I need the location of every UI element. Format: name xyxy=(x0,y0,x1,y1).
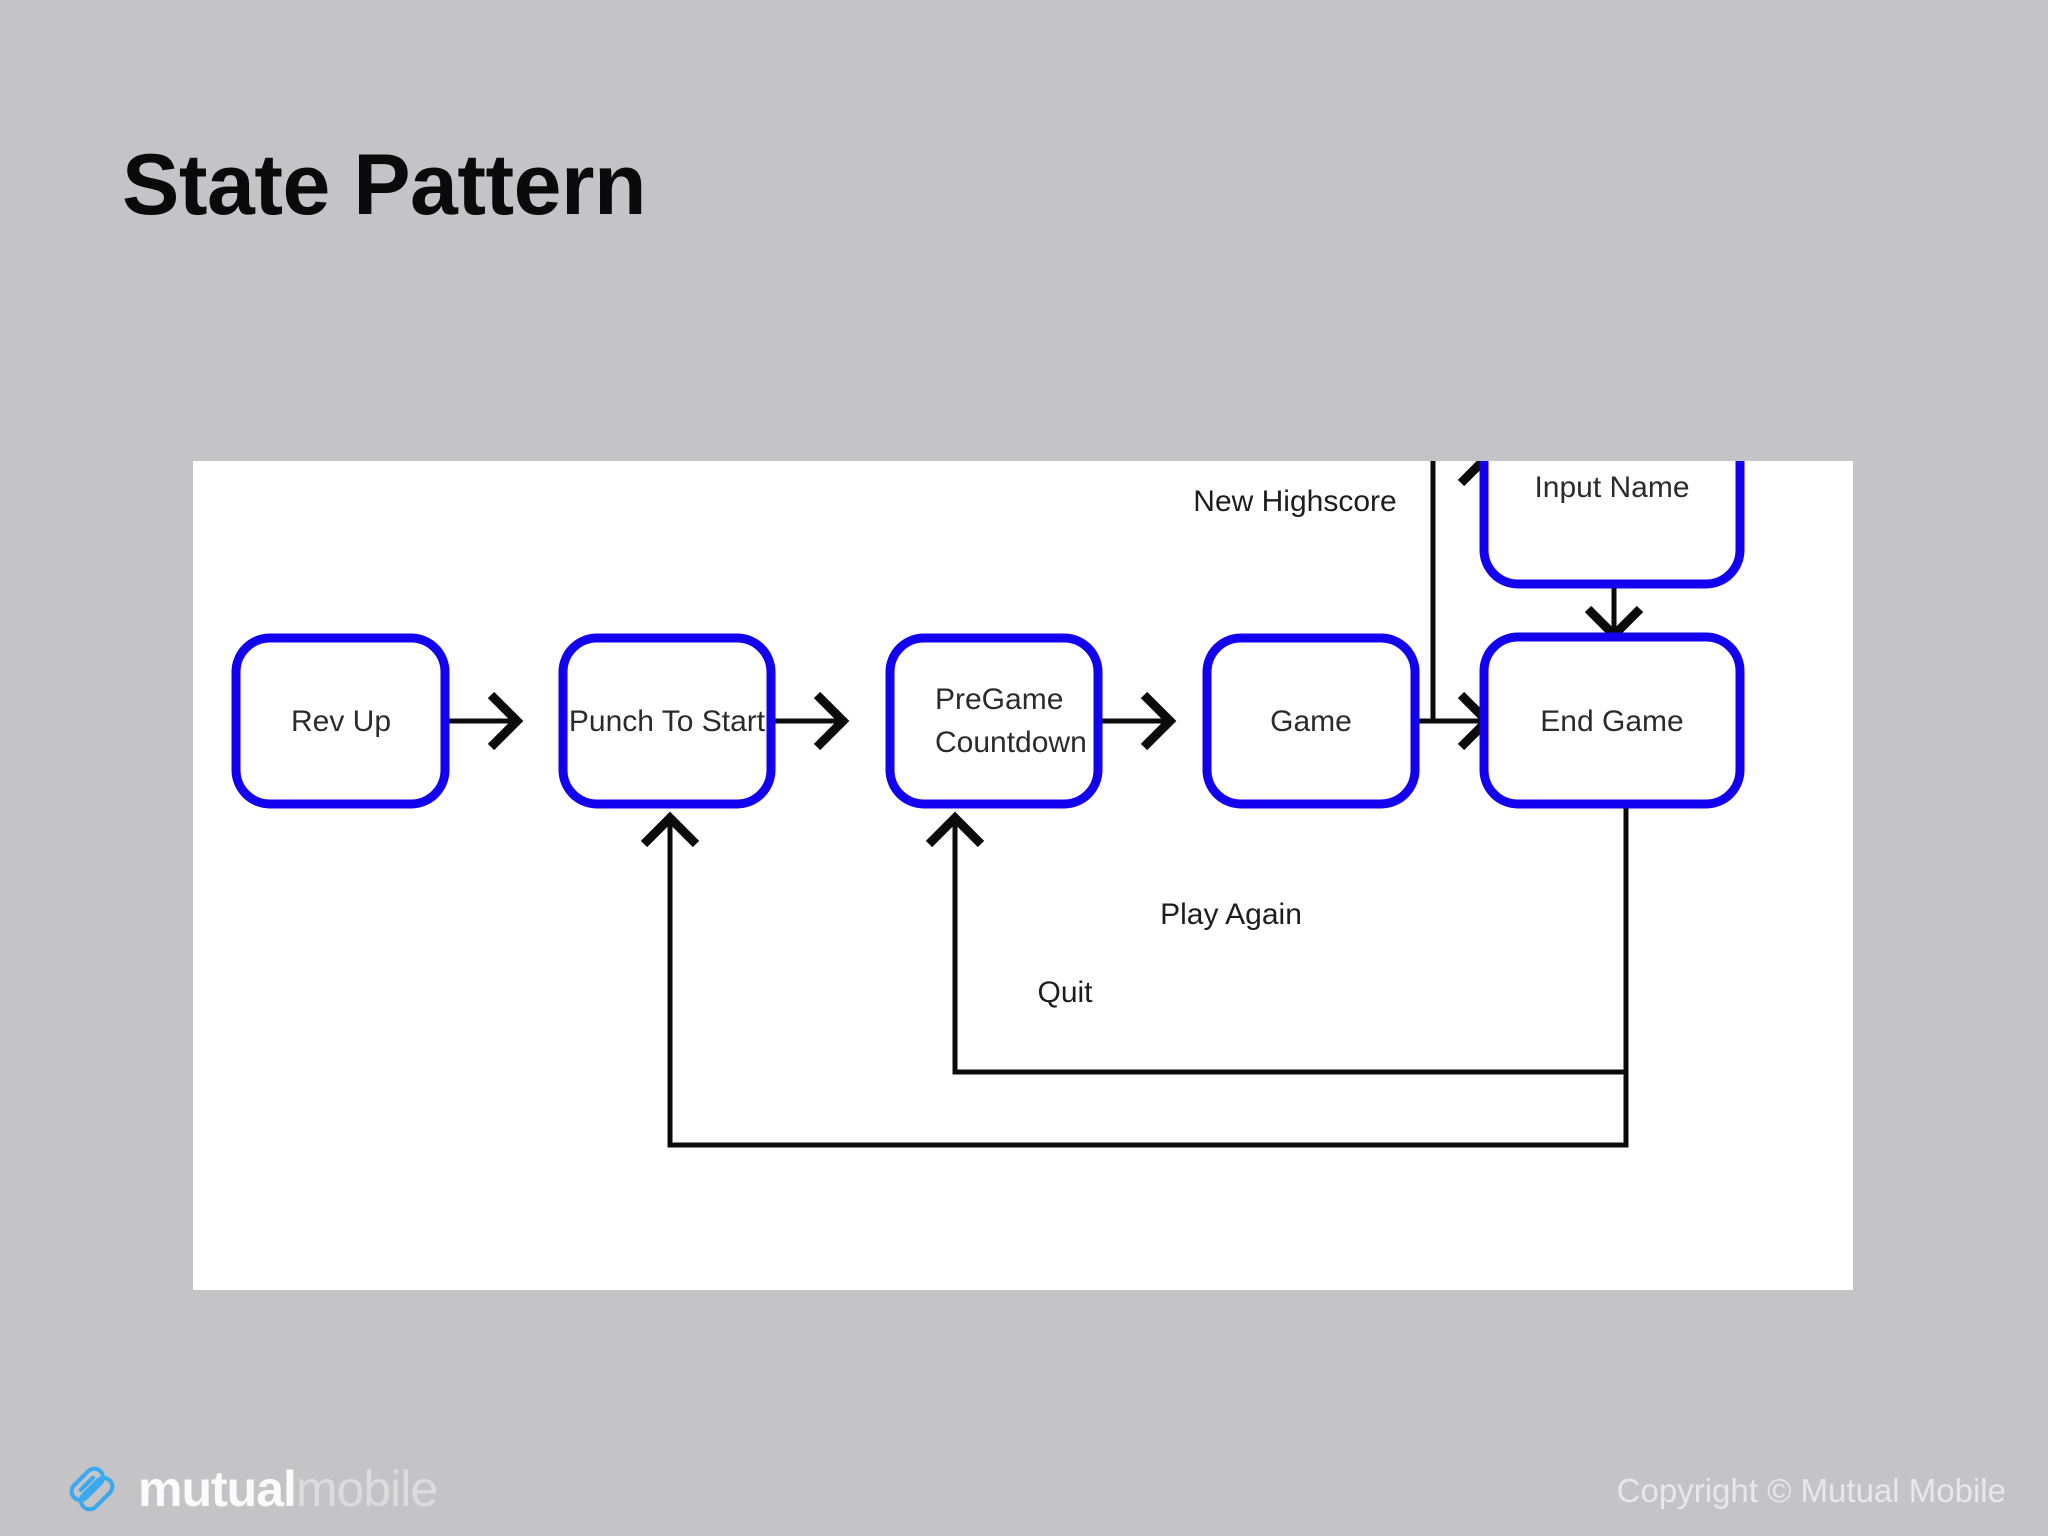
edge-game-to-endgame xyxy=(1415,691,1494,751)
state-node-punch-to-start-label: Punch To Start xyxy=(569,705,766,738)
logo-word-mobile: mobile xyxy=(295,1461,438,1517)
state-diagram-panel: New Highscore Play Again Quit Rev Up Pun… xyxy=(193,461,1853,1290)
edge-endgame-to-punch-quit xyxy=(640,792,1629,1148)
mutual-mobile-wordmark: mutualmobile xyxy=(138,1461,438,1517)
state-node-punch-to-start[interactable]: Punch To Start xyxy=(558,633,776,809)
copyright-text: Copyright © Mutual Mobile xyxy=(1616,1472,2006,1509)
state-node-input-name-label: Input Name xyxy=(1534,471,1689,504)
edge-label-new-highscore: New Highscore xyxy=(1193,485,1396,518)
state-node-game-label: Game xyxy=(1270,705,1352,738)
edge-inputname-to-endgame xyxy=(1584,586,1644,642)
page-title: State Pattern xyxy=(122,137,647,233)
edge-endgame-to-pregame-play-again xyxy=(925,792,1629,1075)
state-diagram-svg: New Highscore Play Again Quit Rev Up Pun… xyxy=(231,461,1745,1148)
state-node-end-game[interactable]: End Game xyxy=(1479,632,1745,809)
edge-punch-to-pregame xyxy=(771,691,850,751)
edge-game-to-inputname xyxy=(1430,461,1490,721)
state-node-pregame-countdown-label-line1: PreGame xyxy=(935,683,1063,716)
state-node-pregame-countdown[interactable]: PreGame Countdown xyxy=(885,633,1103,809)
edge-revup-to-punch xyxy=(445,691,524,751)
state-node-pregame-countdown-label-line2: Countdown xyxy=(935,726,1087,759)
state-node-end-game-label: End Game xyxy=(1540,705,1683,738)
logo-word-mutual: mutual xyxy=(138,1461,297,1517)
edge-label-quit: Quit xyxy=(1037,976,1093,1009)
mutual-mobile-ribbon-icon xyxy=(69,1466,115,1512)
state-node-input-name[interactable]: Input Name xyxy=(1479,461,1745,589)
state-node-rev-up-label: Rev Up xyxy=(291,705,391,738)
edge-pregame-to-game xyxy=(1098,691,1177,751)
edge-label-play-again: Play Again xyxy=(1160,898,1302,931)
state-node-rev-up[interactable]: Rev Up xyxy=(231,633,450,809)
mutual-mobile-logo: mutualmobile xyxy=(62,1452,438,1526)
state-node-game[interactable]: Game xyxy=(1202,633,1420,809)
